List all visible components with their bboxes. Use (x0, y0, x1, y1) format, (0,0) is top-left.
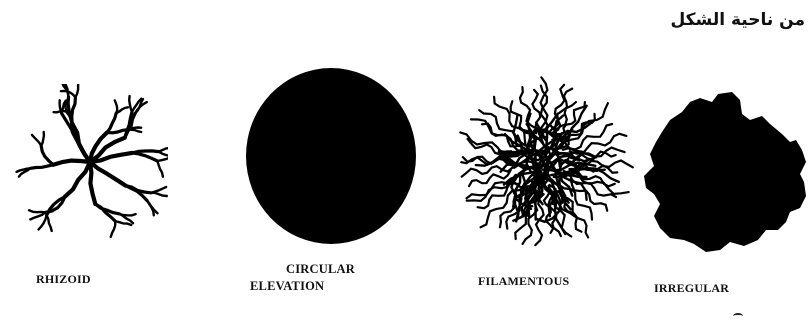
circular-label: CIRCULAR (286, 262, 355, 277)
circular-colony-icon (246, 66, 416, 246)
rhizoid-colony-icon (8, 84, 168, 244)
partial-glyph (733, 313, 743, 319)
irregular-colony-icon (640, 90, 810, 255)
filamentous-label: FILAMENTOUS (478, 274, 569, 289)
filamentous-colony-icon (446, 72, 642, 262)
shape-heading: من ناحية الشكل (671, 10, 806, 30)
rhizoid-label: RHIZOID (36, 272, 91, 287)
elevation-label: ELEVATION (250, 279, 324, 294)
irregular-label: IRREGULAR (654, 281, 729, 296)
